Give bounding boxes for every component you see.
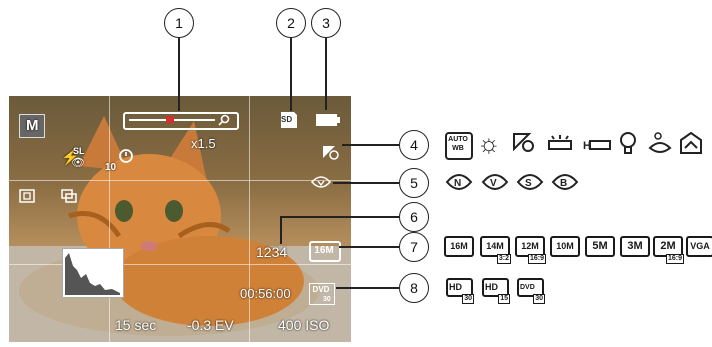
callout-3: 3 xyxy=(311,8,341,38)
effect-bw-icon: B xyxy=(551,174,579,190)
effect-sepia-icon: S xyxy=(516,174,544,190)
callout-7: 7 xyxy=(399,232,429,262)
cat-photo xyxy=(9,116,351,342)
video-size-option-label: HD xyxy=(449,282,462,292)
iso-value: 400 ISO xyxy=(278,317,330,333)
leader-3 xyxy=(325,38,327,110)
flash-label: SL xyxy=(73,146,85,156)
video-fps-label: 30 xyxy=(323,296,331,303)
sd-card-icon xyxy=(281,112,297,128)
effect-icon xyxy=(310,176,332,188)
wb-incandescent-icon xyxy=(620,132,636,154)
metering-icon xyxy=(19,189,35,203)
image-size-option-label: 12M xyxy=(521,241,539,251)
wb-cloudy-icon xyxy=(513,133,534,152)
effect-vivid-icon: V xyxy=(481,174,509,190)
video-size-label: DVD xyxy=(312,285,330,294)
image-size-option: 5M xyxy=(585,236,615,257)
image-size-option-label: 3M xyxy=(627,240,643,252)
callout-6: 6 xyxy=(399,202,429,232)
wb-auto-label: AUTO WB xyxy=(448,136,468,152)
grid-line-v1 xyxy=(109,96,110,342)
image-size-badge xyxy=(309,241,341,262)
leader-8 xyxy=(336,287,399,289)
leader-7 xyxy=(339,246,399,248)
image-size-label: 16M xyxy=(314,245,334,256)
zoom-value: x1.5 xyxy=(191,136,216,151)
svg-text:B: B xyxy=(560,178,567,189)
mode-label: M xyxy=(26,117,39,134)
image-size-option: 3M xyxy=(620,236,650,257)
leader-2 xyxy=(290,38,292,111)
grid-line-h2 xyxy=(9,264,351,265)
image-size-option: 2M 16:9 xyxy=(653,236,684,264)
shutter-speed: 15 sec xyxy=(115,317,157,333)
callout-2: 2 xyxy=(276,8,306,38)
video-size-option-fps: 30 xyxy=(533,294,545,304)
self-timer-icon xyxy=(119,149,133,163)
callout-4: 4 xyxy=(399,130,429,160)
wb-custom-icon xyxy=(680,131,702,154)
image-size-option-label: VGA xyxy=(690,241,710,251)
image-size-option: 12M 16:9 xyxy=(515,236,546,264)
wb-daylight-icon: ☼ xyxy=(477,128,501,158)
exposure-value: -0.3 EV xyxy=(187,317,234,333)
zoom-indicator xyxy=(166,116,174,123)
grid-line-h1 xyxy=(9,180,351,181)
leader-6b xyxy=(280,216,282,244)
self-timer-value: 10 xyxy=(105,162,117,173)
image-size-option: VGA xyxy=(686,236,712,257)
callout-5: 5 xyxy=(399,168,429,198)
mode-badge xyxy=(19,114,45,138)
callout-1: 1 xyxy=(164,8,194,38)
video-size-option-fps: 15 xyxy=(498,294,510,304)
video-size-badge xyxy=(309,283,335,305)
image-size-option: 16M xyxy=(444,236,474,257)
battery-icon xyxy=(316,114,340,126)
shot-count: 1234 xyxy=(256,244,288,260)
sd-card-label: SD xyxy=(281,115,293,124)
flash-icon: ⚡ xyxy=(61,149,80,166)
wb-auto-option xyxy=(445,132,473,160)
zoom-search-icon xyxy=(218,114,230,126)
wb-fluorescent-h-icon: H xyxy=(583,140,611,152)
zoom-bar xyxy=(123,112,239,130)
svg-text:S: S xyxy=(525,178,532,189)
image-size-option-label: 5M xyxy=(592,240,608,252)
lcd-preview: M x1.5 SD ⚡ SL 👁 10 xyxy=(9,96,351,342)
white-balance-icon xyxy=(323,146,339,160)
image-size-option-label: 16M xyxy=(450,241,468,251)
leader-1 xyxy=(178,38,180,111)
image-size-option-label: 10M xyxy=(556,241,574,251)
image-size-option-label: 14M xyxy=(486,241,504,251)
wb-underwater-icon xyxy=(648,132,672,153)
image-size-option-label: 2M xyxy=(660,240,676,252)
video-size-option-fps: 30 xyxy=(462,294,474,304)
video-size-option-label: DVD xyxy=(520,284,535,291)
leader-5 xyxy=(333,182,399,184)
grid-line-v2 xyxy=(249,96,250,342)
record-time: 00:56:00 xyxy=(240,286,291,301)
effect-normal-icon: N xyxy=(445,174,473,190)
callout-8: 8 xyxy=(399,273,429,303)
leader-6 xyxy=(280,216,399,218)
image-size-option-ratio: 16:9 xyxy=(527,254,546,264)
image-size-option-ratio: 3:2 xyxy=(496,254,511,264)
video-size-option: DVD 30 xyxy=(517,278,545,304)
image-size-option: 10M xyxy=(550,236,580,257)
video-size-option-label: HD xyxy=(485,282,498,292)
svg-text:V: V xyxy=(490,178,497,189)
svg-text:H: H xyxy=(583,140,591,152)
svg-text:N: N xyxy=(454,178,461,189)
drive-mode-icon xyxy=(61,189,77,203)
wb-fluorescent-icon xyxy=(548,135,572,150)
image-size-option-ratio: 16:9 xyxy=(665,254,684,264)
red-eye-icon: 👁 xyxy=(71,157,85,169)
histogram xyxy=(62,248,124,298)
leader-4 xyxy=(342,144,399,146)
